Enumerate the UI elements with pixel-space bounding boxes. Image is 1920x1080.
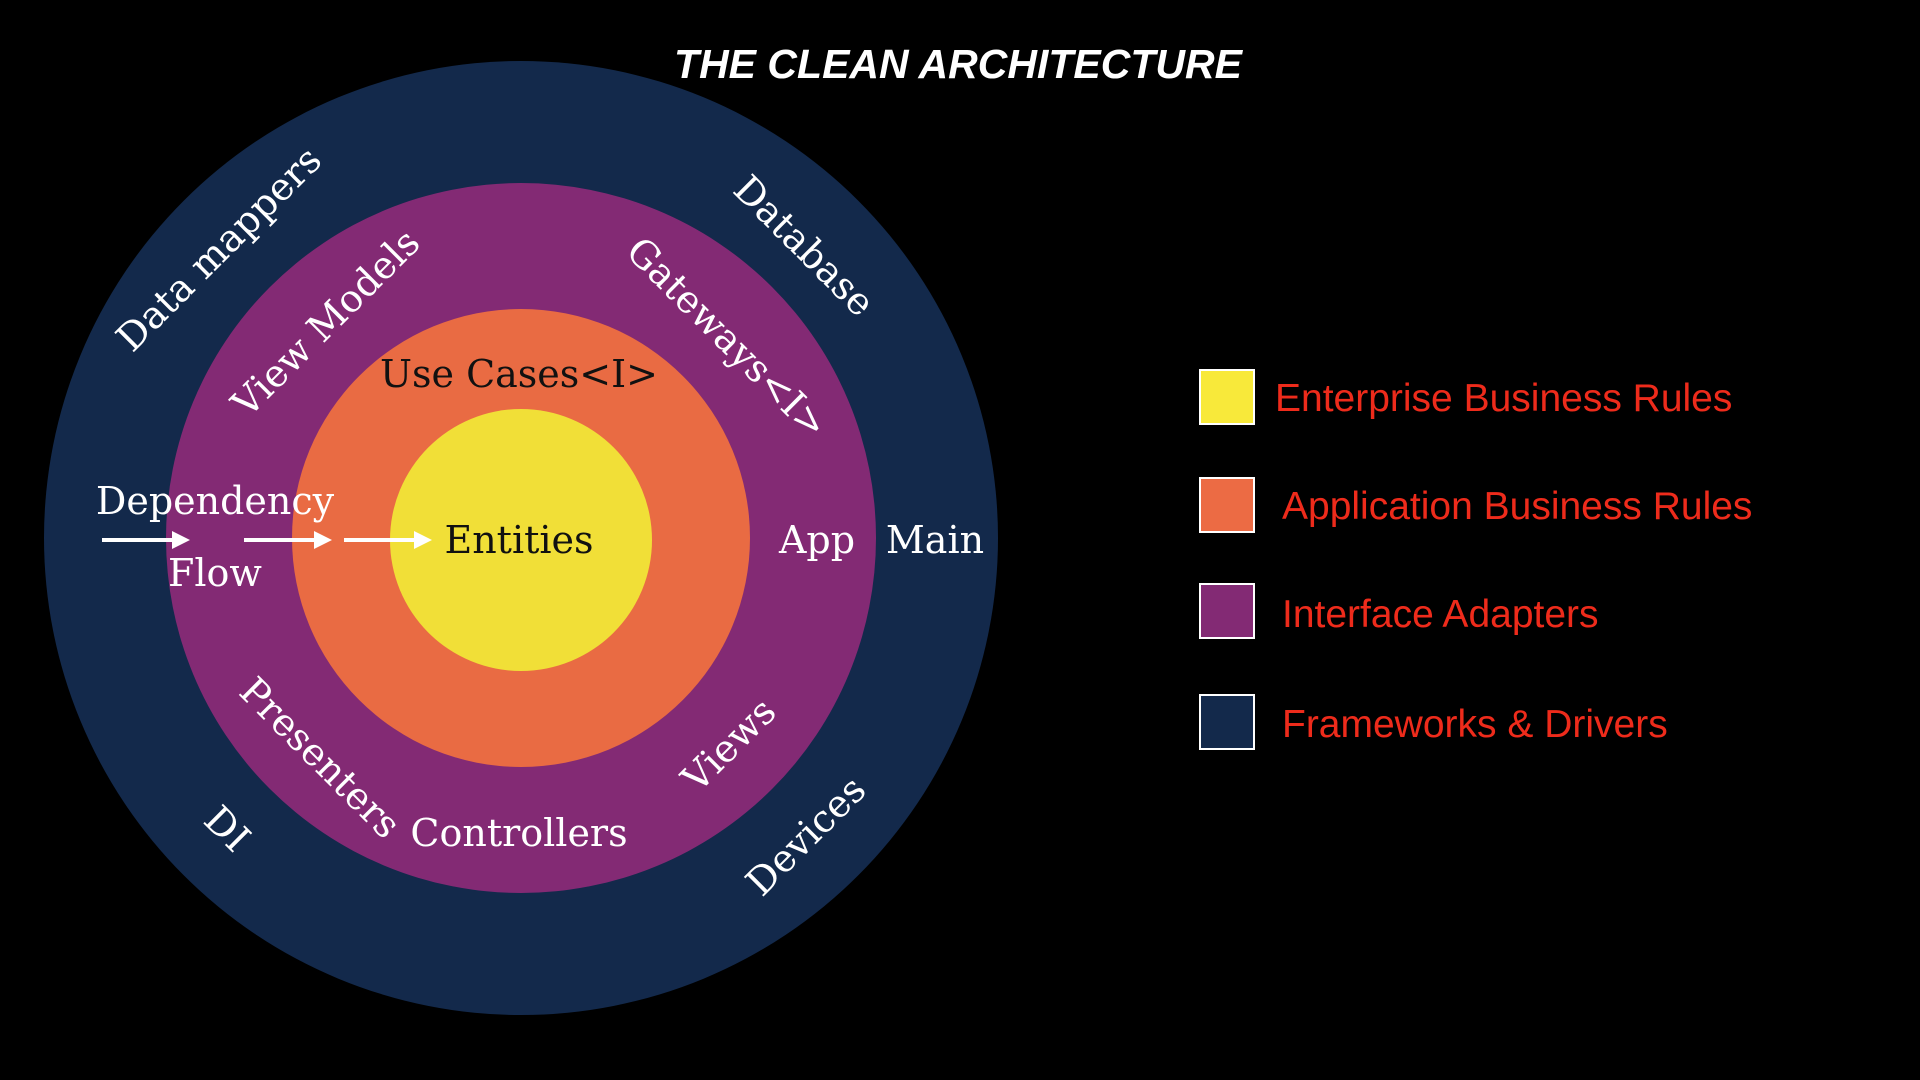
legend-label: Enterprise Business Rules	[1275, 377, 1732, 420]
dependency-flow-label-bottom: Flow	[168, 551, 262, 595]
legend-item-application-business-rules: Application Business Rules	[1199, 477, 1752, 533]
legend-swatch	[1199, 694, 1255, 750]
legend-swatch	[1199, 369, 1255, 425]
arrow-right-icon	[244, 531, 332, 549]
dependency-flow-label-top: Dependency	[96, 479, 335, 523]
core-enterprise-business-rules	[390, 409, 652, 671]
diagram-title: THE CLEAN ARCHITECTURE	[674, 41, 1244, 87]
legend-label: Frameworks & Drivers	[1282, 703, 1668, 746]
label-controllers: Controllers	[410, 811, 627, 855]
legend-item-enterprise-business-rules: Enterprise Business Rules	[1199, 369, 1732, 425]
label-main: Main	[886, 518, 984, 562]
legend-label: Application Business Rules	[1282, 485, 1752, 528]
arrow-right-icon	[344, 531, 432, 549]
legend-label: Interface Adapters	[1282, 593, 1599, 636]
label-entities: Entities	[444, 518, 593, 562]
legend-swatch	[1199, 583, 1255, 639]
legend-swatch	[1199, 477, 1255, 533]
arrow-right-icon	[102, 531, 190, 549]
dependency-arrows	[102, 531, 432, 549]
label-app: App	[778, 518, 855, 562]
legend: Enterprise Business Rules Application Bu…	[1199, 369, 1752, 750]
label-use-cases: Use Cases<I>	[380, 352, 658, 396]
legend-item-interface-adapters: Interface Adapters	[1199, 583, 1599, 639]
legend-item-frameworks-drivers: Frameworks & Drivers	[1199, 694, 1668, 750]
